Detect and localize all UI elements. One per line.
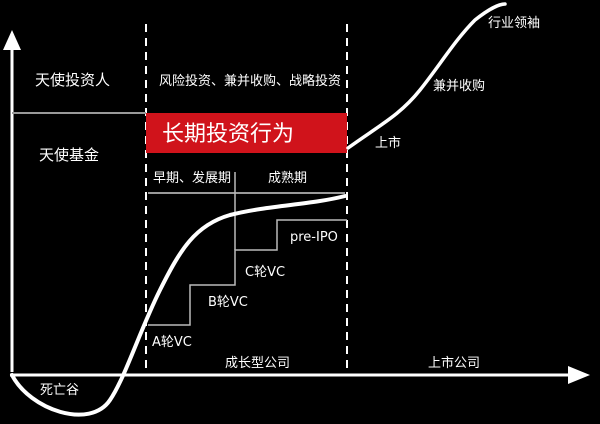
angel-investor-label: 天使投资人 xyxy=(35,71,110,89)
growth-curve-post-ipo xyxy=(346,2,507,150)
x-axis-arrow-icon xyxy=(568,366,590,384)
long-term-investment-banner xyxy=(146,113,347,153)
phase-early-label: 早期、发展期 xyxy=(153,170,231,186)
banner-text: 长期投资行为 xyxy=(162,122,294,147)
valley-of-death-label: 死亡谷 xyxy=(40,383,79,398)
industry-leader-label: 行业领袖 xyxy=(488,16,540,31)
listed-company-label: 上市公司 xyxy=(428,355,480,371)
y-axis xyxy=(3,30,21,372)
x-axis xyxy=(10,366,590,384)
ipo-label: 上市 xyxy=(375,135,401,151)
investors-label: 风险投资、兼并收购、战略投资 xyxy=(159,73,341,89)
angel-fund-label: 天使基金 xyxy=(39,146,99,164)
c-round-label: C轮VC xyxy=(245,265,285,280)
growth-curve xyxy=(10,194,347,417)
phase-mature-label: 成熟期 xyxy=(268,170,307,186)
y-axis-arrow-icon xyxy=(3,30,21,50)
mna-label: 兼并收购 xyxy=(433,78,485,94)
b-round-label: B轮VC xyxy=(208,295,248,310)
growth-company-label: 成长型公司 xyxy=(225,356,290,371)
funding-staircase xyxy=(148,219,347,326)
a-round-label: A轮VC xyxy=(152,335,192,350)
pre-ipo-label: pre-IPO xyxy=(290,230,338,245)
